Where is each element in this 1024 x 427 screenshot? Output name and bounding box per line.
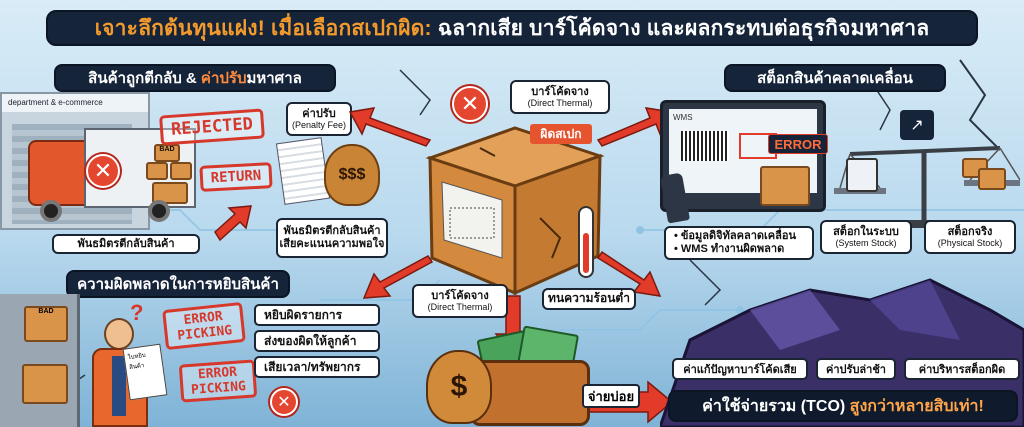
picking-section-title: ความผิดพลาดในการหยิบสินค้า: [66, 270, 290, 298]
stock-error-bullets: • ข้อมูลดิจิทัลคลาดเคลื่อน • WMS ทำงานผิ…: [664, 226, 814, 260]
returns-section-title: สินค้าถูกตีกลับ & ค่าปรับ มหาศาล: [54, 64, 336, 92]
penalty-fee-label: ค่าปรับ (Penalty Fee): [286, 102, 352, 136]
wms-label: WMS: [673, 113, 693, 122]
error-picking-stamp: ERROR PICKING: [162, 301, 246, 351]
picking-slip: ใบหยิบสินค้า: [122, 343, 168, 401]
delivery-truck: BAD ✕: [28, 128, 198, 224]
money-bag-icon: $$$: [324, 144, 380, 206]
money-bag-icon: $: [426, 350, 492, 424]
list-item: ส่งของผิดให้ลูกค้า: [254, 330, 380, 352]
barcode-faded-bottom: บาร์โค้ดจาง (Direct Thermal): [412, 284, 508, 318]
error-picking-stamp: ERROR PICKING: [178, 359, 258, 403]
system-stock-label: สต็อกในระบบ (System Stock): [820, 220, 912, 254]
cost-late-penalty: ค่าปรับล่าช้า: [816, 358, 896, 380]
page-title: เจาะลึกต้นทุนแฝง! เมื่อเลือกสเปกผิด: ฉลา…: [46, 10, 978, 46]
x-icon: ✕: [86, 154, 120, 188]
title-highlight: เจาะลึกต้นทุนแฝง! เมื่อเลือกสเปกผิด:: [94, 16, 432, 40]
partner-return-label: พันธมิตรตีกลับสินค้า: [52, 234, 200, 254]
clipboard-icon: [846, 158, 878, 192]
x-icon: ✕: [452, 86, 488, 122]
stock-section-title: สต็อกสินค้าคลาดเคลื่อน: [724, 64, 946, 92]
trend-chart-icon: ↗: [900, 110, 934, 140]
tco-summary: ค่าใช้จ่ายรวม (TCO) สูงกว่าหลายสิบเท่า!: [668, 390, 1018, 422]
barcode-faded-top: บาร์โค้ดจาง (Direct Thermal): [510, 80, 610, 114]
truck-cargo: BAD: [84, 128, 196, 208]
question-mark-icon: ?: [130, 300, 144, 325]
thermometer-icon: [578, 206, 594, 278]
title-rest: ฉลากเสีย บาร์โค้ดจาง และผลกระทบต่อธุรกิจ…: [437, 16, 930, 40]
warehouse-shelf: BAD: [0, 294, 80, 427]
satisfaction-drop-card: พันธมิตรตีกลับสินค้า เสียคะแนนความพอใจ: [276, 218, 388, 258]
bad-box-label: BAD: [24, 306, 68, 342]
building-label: department & e-commerce: [2, 94, 148, 112]
list-item: เสียเวลา/ทรัพยากร: [254, 356, 380, 378]
cardboard-box-icon: [978, 168, 1006, 190]
wheel-icon: [40, 200, 62, 222]
wheel-icon: [148, 200, 170, 222]
physical-stock-label: สต็อกจริง (Physical Stock): [924, 220, 1016, 254]
bad-box-label: BAD: [154, 144, 180, 162]
cost-barcode-fix: ค่าแก้ปัญหาบาร์โค้ดเสีย: [672, 358, 808, 380]
low-heat-resistance-label: ทนความร้อนต่ำ: [542, 288, 636, 310]
list-item: หยิบผิดรายการ: [254, 304, 380, 326]
error-badge: ERROR: [768, 134, 828, 154]
cost-stock-mismanagement: ค่าบริหารสต็อกผิด: [904, 358, 1020, 380]
frequent-spending-label: จ่ายบ่อย: [582, 384, 640, 408]
x-icon: ✕: [270, 388, 298, 416]
wrong-spec-tag: ผิดสเปก: [530, 124, 592, 144]
barcode-icon: [681, 131, 729, 161]
cardboard-box-icon: [760, 166, 810, 206]
